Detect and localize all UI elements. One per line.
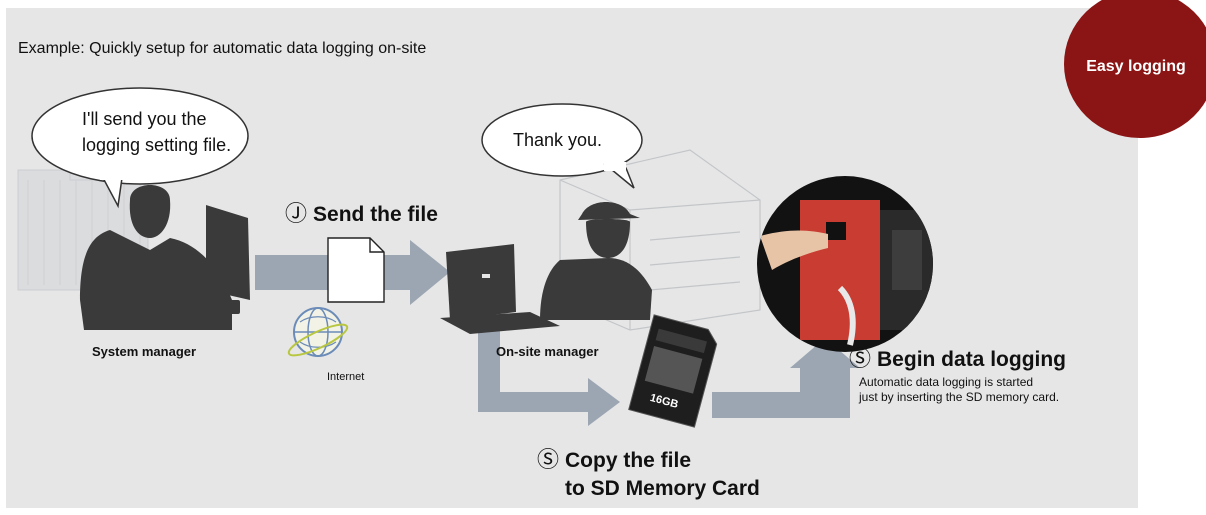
internet-label: Internet — [327, 371, 365, 383]
caption-text: Example: Quickly setup for automatic dat… — [18, 40, 427, 57]
sd-card-icon: 16GB — [628, 314, 718, 428]
sender-bubble-text: I'll send you the logging setting file. — [82, 106, 231, 158]
onsite-manager-label: On-site manager — [496, 344, 599, 359]
step-begin-marker: Ⓢ — [849, 346, 872, 371]
sender-bubble-line1: I'll send you the — [82, 109, 207, 129]
badge-label: Easy logging — [1086, 58, 1186, 75]
step-copy-label-line1: Copy the file — [565, 449, 692, 472]
onsite-manager-icon — [440, 202, 652, 334]
module-photo — [757, 176, 933, 352]
insert-arrow-icon — [712, 338, 860, 418]
step-begin-label: Begin data logging — [877, 348, 1067, 371]
receiver-bubble-text: Thank you. — [513, 130, 603, 150]
step-send-marker: Ⓙ — [285, 201, 308, 226]
system-manager-icon — [80, 185, 250, 330]
speech-bubble-sender — [31, 87, 249, 209]
speech-bubble-receiver — [481, 103, 643, 189]
internet-globe-icon — [287, 307, 349, 357]
sender-bubble-line2: logging setting file. — [82, 135, 232, 155]
step-copy-marker: Ⓢ — [537, 447, 560, 472]
step-begin-note-line2: just by inserting the SD memory card. — [859, 390, 1060, 404]
step-begin-note: Automatic data logging is started just b… — [859, 375, 1059, 405]
document-icon — [327, 237, 385, 303]
easy-logging-badge: Easy logging — [1064, 0, 1206, 138]
system-manager-label: System manager — [92, 344, 197, 359]
step-send-label: Send the file — [313, 203, 438, 226]
copy-arrow-icon — [478, 330, 620, 426]
step-copy-label-line2: to SD Memory Card — [565, 477, 760, 500]
step-begin-note-line1: Automatic data logging is started — [859, 375, 1034, 389]
